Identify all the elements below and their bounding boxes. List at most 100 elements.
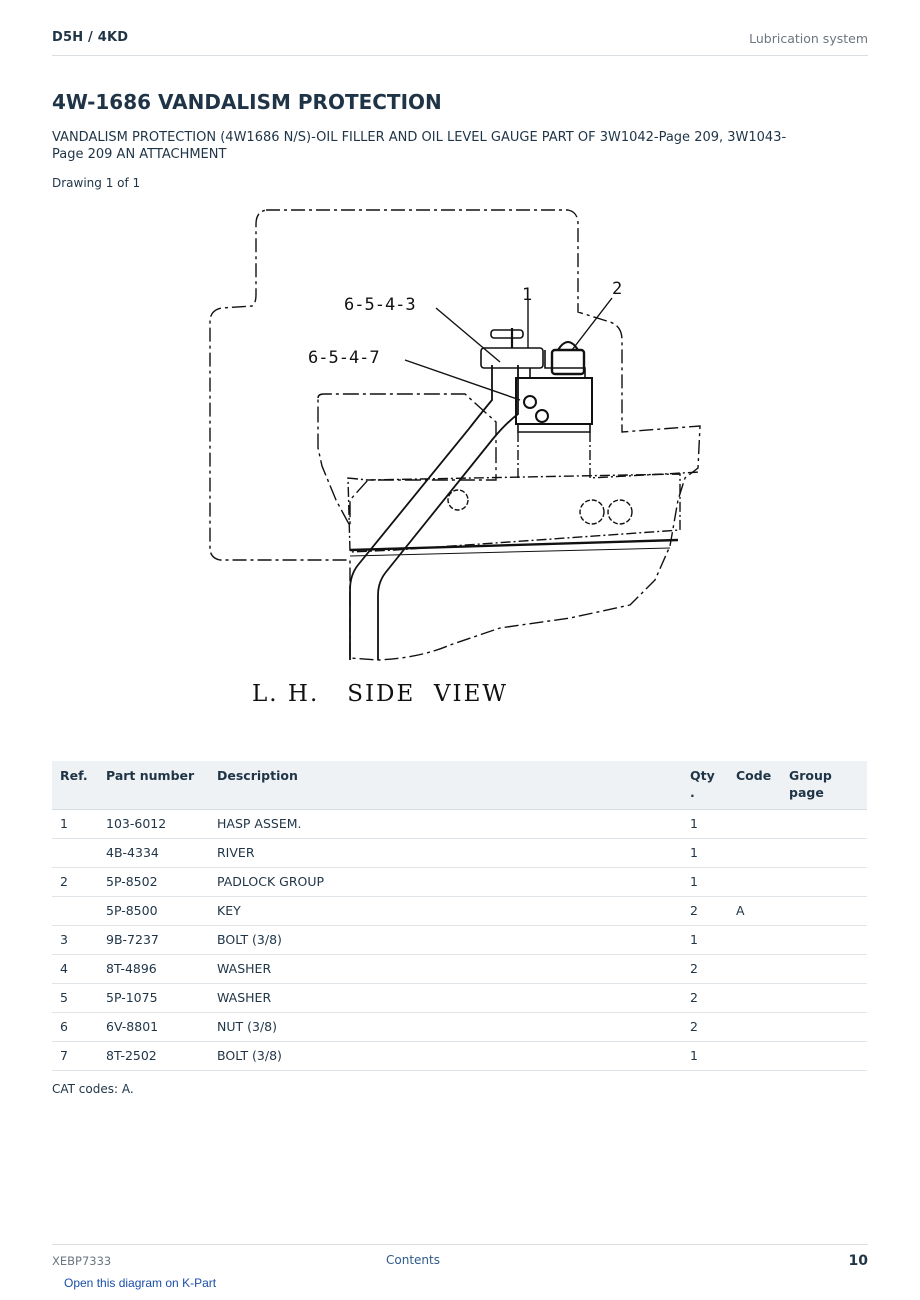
port-circle-left: [447, 489, 469, 511]
header-code: Code: [728, 761, 781, 810]
cell-description: PADLOCK GROUP: [209, 867, 682, 897]
header-qty: Qty .: [682, 761, 728, 810]
kpart-diagram-link[interactable]: Open this diagram on K-Part: [64, 1276, 217, 1290]
cell-part-number: 5P-8500: [98, 896, 209, 926]
cell-ref: 5: [52, 983, 98, 1013]
cell-ref: 2: [52, 867, 98, 897]
cell-qty: 2: [682, 1012, 728, 1042]
cell-part-number: 4B-4334: [98, 838, 209, 868]
housing: [517, 432, 701, 479]
cell-code: [728, 983, 781, 1013]
cap-knob: [490, 329, 524, 339]
hasp-strap: [529, 350, 586, 378]
bolt-head-upper: [523, 395, 537, 409]
cell-description: WASHER: [209, 983, 682, 1013]
base-rail-lower: [349, 547, 671, 557]
callout-2: 2: [612, 279, 622, 299]
cell-part-number: 6V-8801: [98, 1012, 209, 1042]
padlock-shackle: [557, 341, 579, 351]
cell-description: HASP ASSEM.: [209, 809, 682, 839]
cell-group-page: [781, 983, 867, 1013]
page-footer: XEBP7333 Contents 10: [52, 1244, 868, 1274]
table-header-row: Ref. Part number Description Qty . Code …: [52, 761, 867, 810]
cell-code: [728, 867, 781, 897]
filler-tube: [349, 365, 493, 660]
cell-group-page: [781, 1041, 867, 1071]
cell-part-number: 5P-8502: [98, 867, 209, 897]
cell-description: KEY: [209, 896, 682, 926]
crankcase: [347, 473, 681, 553]
drawing-count: Drawing 1 of 1: [52, 176, 141, 190]
page-title: 4W-1686 VANDALISM PROTECTION: [52, 90, 442, 114]
cell-code: A: [728, 896, 781, 926]
cell-description: BOLT (3/8): [209, 1041, 682, 1071]
bolt-head-lower: [535, 409, 549, 423]
cell-code: [728, 925, 781, 955]
document-id: XEBP7333: [52, 1254, 112, 1268]
header-ref: Ref.: [52, 761, 98, 810]
cell-description: WASHER: [209, 954, 682, 984]
cell-qty: 1: [682, 1041, 728, 1071]
cell-ref: 4: [52, 954, 98, 984]
cell-group-page: [781, 925, 867, 955]
bracket: [517, 423, 591, 433]
cell-part-number: 8T-4896: [98, 954, 209, 984]
cell-ref: 1: [52, 809, 98, 839]
parts-table: Ref. Part number Description Qty . Code …: [52, 761, 867, 1071]
callout-6-5-4-7: 6-5-4-7: [308, 348, 380, 368]
cell-group-page: [781, 838, 867, 868]
cell-group-page: [781, 896, 867, 926]
cell-part-number: 9B-7237: [98, 925, 209, 955]
cell-qty: 1: [682, 809, 728, 839]
filler-cap: [480, 347, 544, 369]
page-header: D5H / 4KD Lubrication system: [52, 28, 868, 56]
cell-ref: 7: [52, 1041, 98, 1071]
padlock-body: [550, 348, 586, 376]
cell-ref: 6: [52, 1012, 98, 1042]
hasp-plate: [515, 377, 593, 425]
contents-link[interactable]: Contents: [386, 1253, 440, 1267]
cell-code: [728, 1041, 781, 1071]
header-description: Description: [209, 761, 682, 810]
cell-code: [728, 954, 781, 984]
engine-outline: [209, 209, 701, 661]
cell-group-page: [781, 1012, 867, 1042]
filler-tube-inner: [377, 365, 519, 660]
cell-part-number: 5P-1075: [98, 983, 209, 1013]
page-number: 10: [848, 1253, 868, 1269]
cell-code: [728, 1012, 781, 1042]
header-part-number: Part number: [98, 761, 209, 810]
leader-6-5-4-3: [435, 307, 501, 363]
parts-diagram: 6-5-4-3 6-5-4-7 1 2 L. H. SIDE VIEW: [209, 209, 701, 707]
cell-ref: [52, 896, 98, 926]
cell-group-page: [781, 809, 867, 839]
port-circle-right: [607, 499, 633, 525]
cell-qty: 2: [682, 896, 728, 926]
cell-qty: 1: [682, 925, 728, 955]
cell-part-number: 103-6012: [98, 809, 209, 839]
leader-2: [571, 297, 613, 351]
cell-ref: 3: [52, 925, 98, 955]
cell-part-number: 8T-2502: [98, 1041, 209, 1071]
port-circle-mid: [579, 499, 605, 525]
diagram-caption: L. H. SIDE VIEW: [252, 681, 508, 707]
callout-6-5-4-3: 6-5-4-3: [344, 295, 416, 315]
page-subtitle: VANDALISM PROTECTION (4W1686 N/S)-OIL FI…: [52, 130, 787, 162]
callout-1: 1: [522, 285, 532, 305]
cell-qty: 1: [682, 867, 728, 897]
cell-ref: [52, 838, 98, 868]
cell-group-page: [781, 867, 867, 897]
section-label: Lubrication system: [749, 31, 868, 46]
cell-qty: 2: [682, 983, 728, 1013]
cell-description: BOLT (3/8): [209, 925, 682, 955]
cell-code: [728, 838, 781, 868]
cell-description: RIVER: [209, 838, 682, 868]
cell-qty: 1: [682, 838, 728, 868]
